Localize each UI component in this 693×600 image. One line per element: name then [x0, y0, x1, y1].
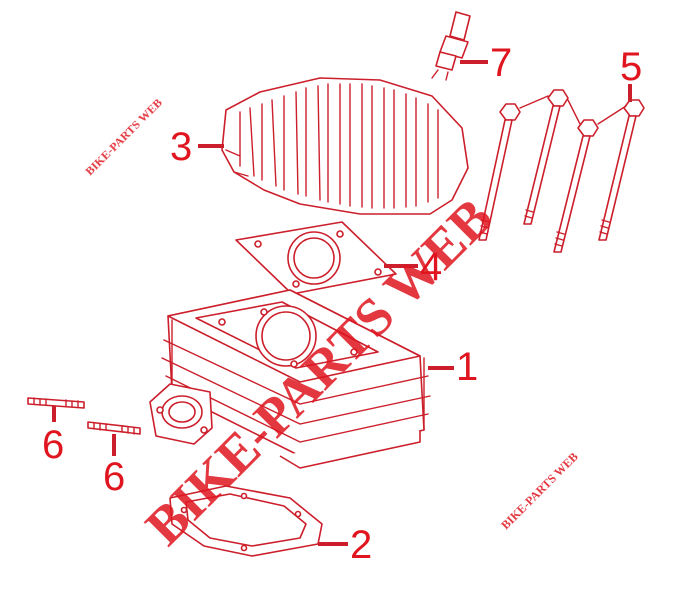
watermark-bottom-right: BIKE-PARTS WEB: [498, 450, 581, 533]
callout-6-left: 6: [42, 423, 64, 467]
cylinder-head: [221, 77, 469, 215]
base-gasket: [169, 485, 323, 557]
stud-left: [27, 397, 85, 409]
spark-plug: [431, 11, 471, 81]
exhaust-port: [149, 383, 213, 445]
cylinder-bolts: [478, 89, 645, 253]
callout-4: 4: [420, 245, 442, 289]
bolt: [553, 119, 599, 253]
bolt: [523, 89, 569, 225]
bolt: [478, 103, 521, 241]
head-gasket: [235, 221, 397, 295]
callout-6-right: 6: [103, 455, 125, 499]
callout-1: 1: [456, 345, 478, 389]
watermark-top-left: BIKE-PARTS WEB: [82, 96, 165, 179]
leader-lines: [52, 60, 632, 546]
bolt: [598, 99, 645, 241]
callout-7: 7: [490, 41, 512, 85]
stud-right: [87, 421, 141, 435]
cylinder-block: [161, 289, 431, 469]
callout-2: 2: [350, 523, 372, 567]
callout-5: 5: [620, 45, 642, 89]
callout-3: 3: [170, 125, 192, 169]
